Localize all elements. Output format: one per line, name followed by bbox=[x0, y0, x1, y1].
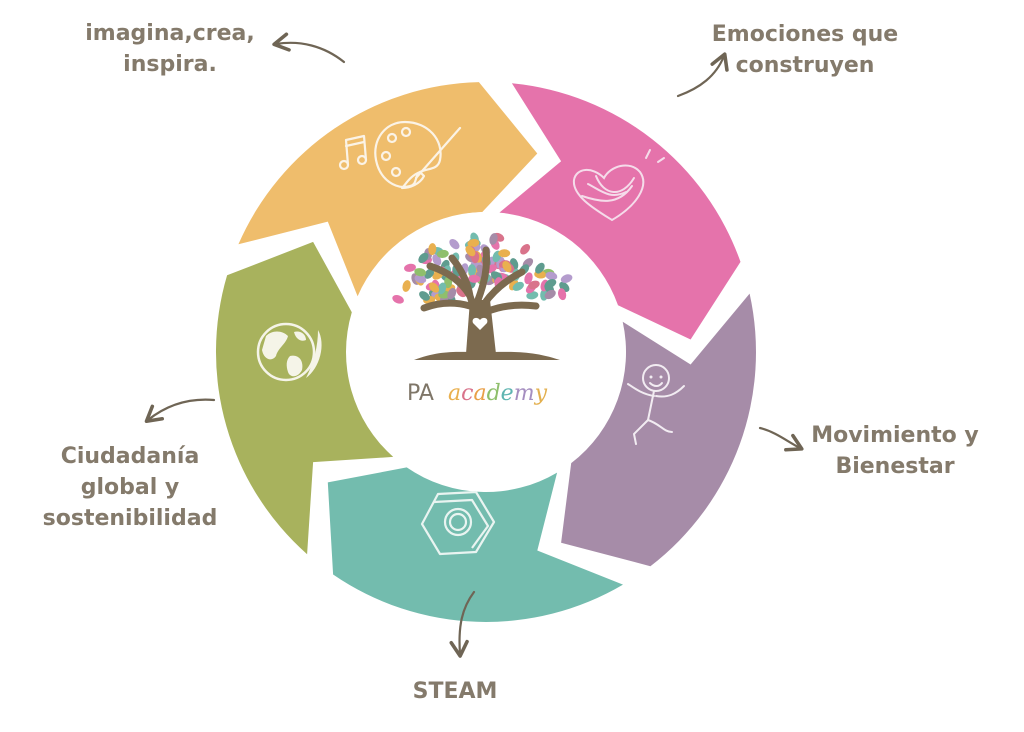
leaf bbox=[520, 244, 531, 255]
leaf bbox=[528, 280, 540, 290]
globe-leaf-icon bbox=[256, 322, 322, 382]
leaf bbox=[419, 291, 430, 301]
leaf bbox=[468, 274, 481, 283]
leaf bbox=[544, 279, 557, 288]
label-line: STEAM bbox=[412, 679, 498, 704]
leaf bbox=[392, 294, 404, 304]
leaf bbox=[467, 239, 480, 248]
arrow-arte bbox=[272, 32, 346, 64]
label-line: inspira. bbox=[123, 52, 217, 77]
leaf bbox=[414, 268, 427, 277]
arrow-steam bbox=[449, 590, 476, 658]
leaf bbox=[428, 243, 437, 256]
label-emociones-que-construyen: Emociones que construyen bbox=[700, 19, 910, 81]
leaf bbox=[447, 287, 457, 300]
leaf bbox=[502, 261, 512, 273]
leaf bbox=[498, 249, 511, 258]
label-line: sostenibilidad bbox=[42, 506, 218, 531]
label-line: imagina,crea, bbox=[85, 21, 255, 46]
leaf bbox=[418, 252, 429, 264]
leaf bbox=[524, 272, 533, 285]
segment-ciudadania bbox=[215, 241, 394, 555]
leaf bbox=[436, 249, 449, 258]
label-line: Ciudadanía bbox=[60, 444, 200, 469]
stick-figure-icon bbox=[627, 364, 685, 445]
segment-movimiento bbox=[561, 293, 756, 567]
leaf bbox=[489, 233, 498, 245]
music-palette-brush-icon bbox=[338, 120, 462, 190]
leaf bbox=[544, 289, 556, 300]
leaf bbox=[402, 280, 411, 292]
leaf bbox=[468, 264, 476, 277]
label-line: Emociones que bbox=[711, 22, 899, 47]
leaf bbox=[449, 238, 460, 250]
leaf bbox=[560, 274, 573, 283]
leaf bbox=[414, 274, 427, 284]
label-line: construyen bbox=[735, 53, 875, 78]
leaf bbox=[512, 281, 524, 291]
label-movimiento-y-bienestar: Movimiento y Bienestar bbox=[800, 420, 990, 482]
label-line: Movimiento y bbox=[811, 423, 979, 448]
leaf bbox=[465, 245, 476, 257]
label-line: global y bbox=[80, 475, 180, 500]
label-line: Bienestar bbox=[835, 454, 955, 479]
arrow-ciudadania bbox=[144, 398, 216, 424]
label-steam: STEAM bbox=[380, 676, 530, 707]
connector-arrows bbox=[144, 32, 804, 658]
label-imagina-crea-inspira: imagina,crea, inspira. bbox=[70, 18, 270, 80]
label-ciudadania-global-sostenibilidad: Ciudadanía global y sostenibilidad bbox=[30, 441, 230, 534]
leaf bbox=[535, 262, 545, 274]
leaf bbox=[545, 271, 558, 281]
logo-word: academy bbox=[448, 381, 548, 406]
leaf bbox=[437, 282, 447, 295]
logo-brand: PA bbox=[407, 381, 434, 406]
arrow-movimiento bbox=[758, 426, 804, 452]
tree-logo: PA academy bbox=[392, 232, 573, 406]
leaf bbox=[557, 288, 567, 301]
hex-nut-icon bbox=[420, 490, 496, 556]
arrow-emociones bbox=[676, 52, 729, 98]
tree-leaves bbox=[392, 232, 573, 305]
segment-arte bbox=[238, 82, 538, 297]
segment-emociones bbox=[499, 83, 741, 340]
leaf bbox=[424, 268, 435, 279]
leaf bbox=[404, 263, 416, 272]
heart-icon bbox=[572, 149, 665, 222]
leaf bbox=[428, 282, 440, 293]
